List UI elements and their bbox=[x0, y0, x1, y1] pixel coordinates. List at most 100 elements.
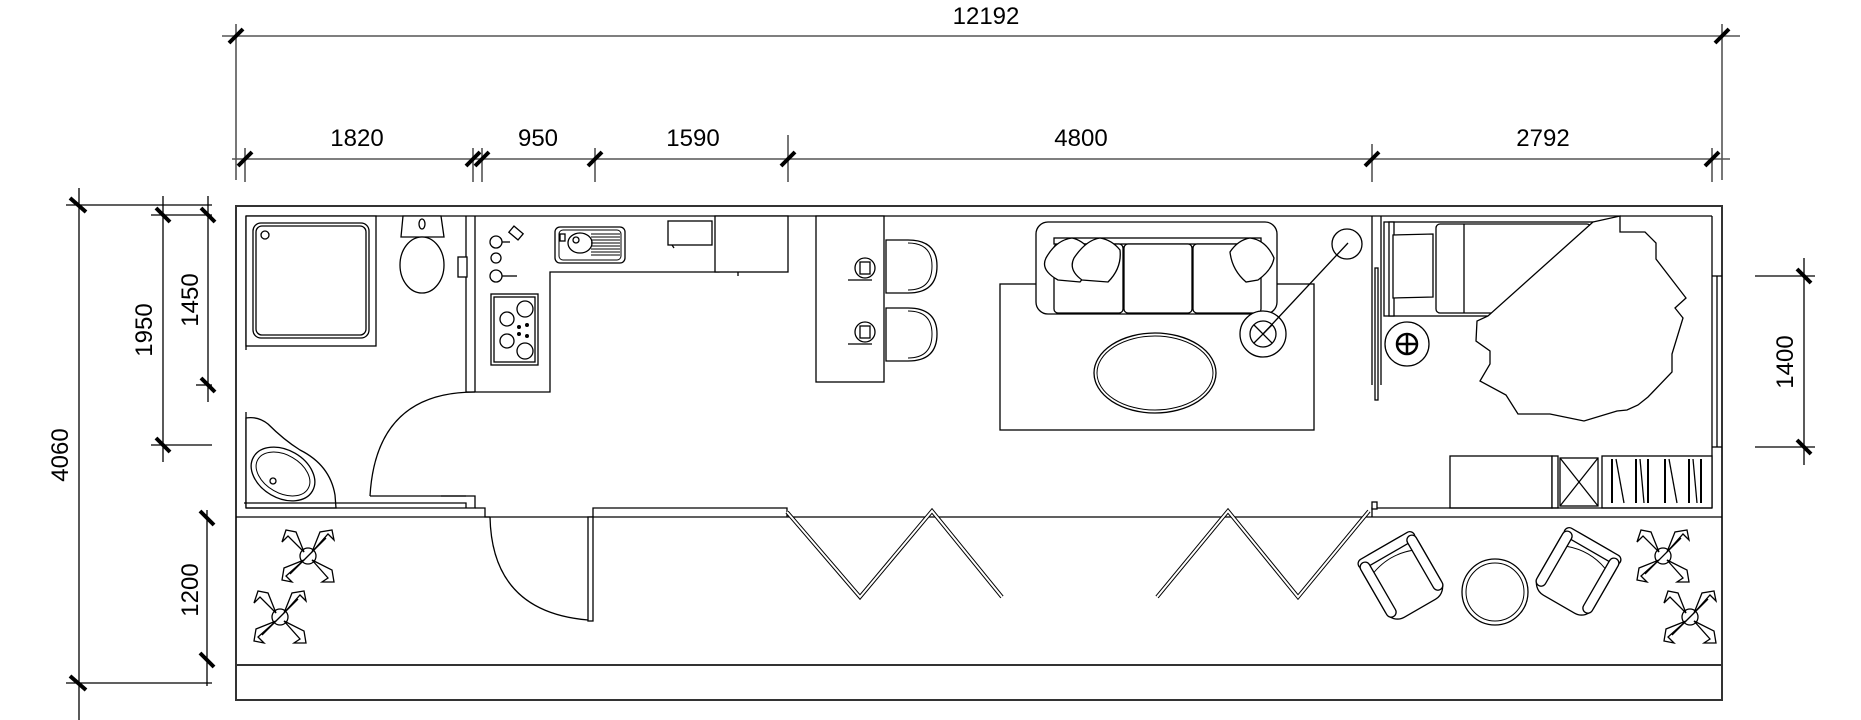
hanger-icons bbox=[1611, 458, 1702, 504]
shower-tray bbox=[245, 215, 377, 347]
dimension-label-bedroom: 2792 bbox=[1516, 125, 1569, 152]
faucet-icon bbox=[572, 236, 580, 244]
dimension-tick bbox=[198, 509, 216, 527]
round-table bbox=[1461, 558, 1529, 626]
cup-icon bbox=[848, 257, 876, 281]
knob-icon bbox=[517, 325, 521, 329]
toilet-flush bbox=[418, 218, 426, 230]
plant-icon bbox=[1636, 529, 1691, 584]
bedroom-rug bbox=[1475, 215, 1687, 422]
dimension-label-living: 4800 bbox=[1054, 125, 1107, 152]
lamp-arm bbox=[1262, 242, 1349, 335]
corner-bathtub bbox=[245, 416, 337, 509]
bottle-icon bbox=[507, 225, 525, 241]
dimension-tick bbox=[68, 674, 88, 692]
sofa bbox=[1035, 221, 1278, 315]
plant-icon bbox=[1663, 590, 1718, 645]
dimension-tick bbox=[1713, 27, 1731, 45]
dimension-bathroom-depth: 1950 bbox=[131, 196, 212, 462]
dimension-tick bbox=[1703, 150, 1721, 168]
dimension-tick bbox=[1795, 267, 1813, 285]
dimension-label-overall-width: 4060 bbox=[47, 428, 74, 481]
toilet-bowl bbox=[399, 236, 445, 294]
microwave-body bbox=[667, 220, 713, 246]
burner-icon bbox=[516, 342, 534, 360]
dimension-label-shower-depth: 1450 bbox=[177, 273, 204, 326]
dimension-tick bbox=[1795, 438, 1813, 456]
folding-door-left[interactable] bbox=[785, 507, 1004, 601]
bathtub-basin bbox=[255, 451, 311, 497]
coffee-table bbox=[1093, 332, 1217, 414]
kitchen bbox=[475, 215, 789, 393]
terrace bbox=[253, 527, 1718, 645]
bar-stool bbox=[885, 307, 938, 362]
bedroom-floor-edge bbox=[1371, 507, 1712, 517]
dimension-tick bbox=[473, 150, 491, 168]
interior-door-swing bbox=[369, 391, 476, 497]
dimension-tick bbox=[464, 150, 482, 168]
dimension-window-width: 1400 bbox=[1755, 258, 1815, 465]
dimension-label-dining: 1590 bbox=[666, 125, 719, 152]
knob-icon bbox=[525, 323, 529, 327]
wall-segment bbox=[592, 507, 788, 517]
building-shell bbox=[235, 205, 1723, 701]
entry-door-leaf[interactable] bbox=[587, 516, 594, 622]
door-stop bbox=[1371, 501, 1378, 510]
dimension-segments: 1820 950 1590 4800 2792 bbox=[232, 125, 1730, 182]
sink-inner bbox=[558, 229, 622, 261]
dimension-label-window-width: 1400 bbox=[1772, 335, 1799, 388]
dimension-label-bathroom-depth: 1950 bbox=[131, 303, 158, 356]
toilet bbox=[399, 215, 445, 294]
sink-bowl bbox=[567, 232, 593, 254]
fridge-body bbox=[714, 215, 789, 273]
microwave-handle bbox=[671, 244, 675, 249]
bathtub-drain-icon bbox=[269, 477, 277, 485]
dimension-tick bbox=[198, 651, 216, 669]
dimension-label-bathroom: 1820 bbox=[330, 125, 383, 152]
bar-stool-back bbox=[907, 310, 933, 359]
plant-icon bbox=[281, 529, 336, 584]
coffee-table-inner bbox=[1096, 335, 1214, 411]
dimension-tick bbox=[779, 150, 797, 168]
dimension-label-kitchen: 950 bbox=[518, 125, 558, 152]
bathroom bbox=[245, 215, 476, 509]
facade bbox=[244, 391, 1712, 622]
dimension-tick bbox=[154, 206, 172, 224]
dimension-tick bbox=[586, 150, 604, 168]
dimension-label-terrace-depth: 1200 bbox=[177, 563, 204, 616]
living-room bbox=[999, 221, 1363, 431]
dining bbox=[815, 215, 938, 383]
cup-icon bbox=[848, 321, 876, 345]
cooktop bbox=[490, 293, 539, 366]
burner-icon bbox=[499, 311, 515, 327]
shower-drain-icon bbox=[260, 230, 270, 240]
pillow bbox=[1392, 233, 1434, 299]
dimension-tick bbox=[1363, 150, 1381, 168]
dimension-tick bbox=[236, 150, 254, 168]
burner-icon bbox=[516, 300, 534, 318]
bathtub-outer bbox=[250, 446, 316, 502]
dimension-tick bbox=[199, 206, 217, 224]
nightstand bbox=[1384, 321, 1430, 367]
desk-and-wardrobe bbox=[1449, 455, 1713, 509]
pan-icon bbox=[490, 252, 502, 264]
dimension-tick bbox=[68, 196, 88, 214]
dimension-overall-length: 12192 bbox=[222, 3, 1740, 180]
dimension-tick bbox=[227, 27, 245, 45]
soap-icon bbox=[559, 233, 566, 242]
floor-lamp bbox=[1239, 228, 1363, 358]
pot-icon bbox=[489, 235, 503, 249]
entry-door-swing bbox=[489, 516, 589, 621]
pan-icon bbox=[489, 269, 503, 283]
bar-stool bbox=[885, 239, 938, 294]
sink bbox=[554, 226, 626, 264]
sofa-cushion bbox=[1123, 243, 1193, 314]
bar-counter bbox=[815, 215, 885, 383]
armchair bbox=[1357, 531, 1444, 620]
throw-pillow bbox=[1071, 237, 1121, 283]
microwave bbox=[667, 220, 713, 249]
folding-door-right[interactable] bbox=[1155, 507, 1371, 601]
wardrobe-side bbox=[1551, 455, 1559, 509]
burner-icon bbox=[499, 333, 515, 349]
